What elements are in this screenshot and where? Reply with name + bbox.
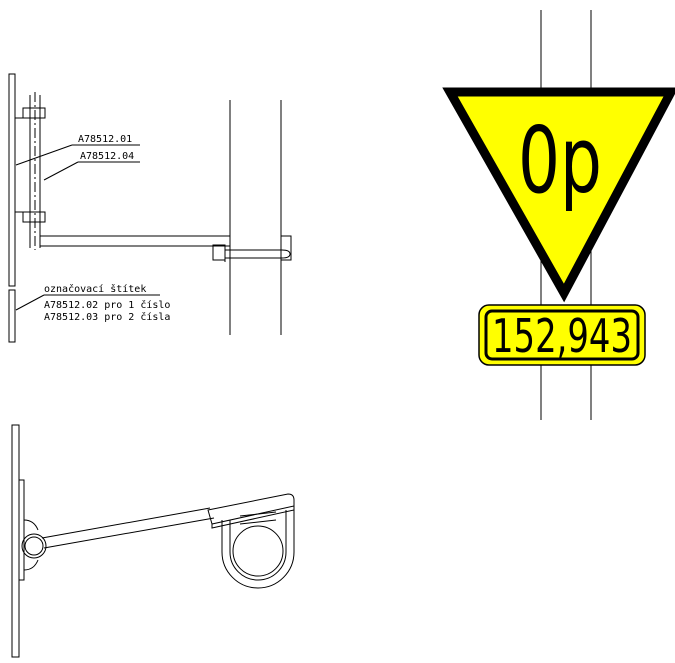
arm-plan-top	[41, 507, 211, 539]
upper-clamp	[22, 107, 46, 119]
pole-section	[232, 525, 284, 577]
number-plate	[478, 304, 646, 366]
arm-plan-bottom	[43, 517, 215, 549]
side-view: A78512.01 A78512.04 označovací štítek A7…	[8, 73, 292, 343]
label-part-01: A78512.01	[78, 134, 132, 145]
board-edge-plan	[11, 424, 20, 658]
label-part-04: A78512.04	[80, 151, 134, 162]
plate-number: 152,943	[492, 309, 632, 363]
sign-text: 0p	[518, 107, 602, 214]
sign-view: 0p 152,943	[442, 10, 675, 420]
triangle-sign	[442, 87, 675, 303]
plate-board-edge	[8, 289, 16, 343]
number-plate-border	[484, 309, 640, 361]
label-plate-line1: A78512.02 pro 1 číslo	[44, 299, 170, 311]
label-plate-line2: A78512.03 pro 2 čísla	[44, 311, 170, 323]
top-view	[11, 424, 295, 658]
lower-clamp	[22, 211, 46, 223]
carrier-tube-section	[21, 533, 47, 559]
label-plate-title: označovací štítek	[44, 283, 146, 295]
sign-board-edge	[8, 73, 16, 287]
